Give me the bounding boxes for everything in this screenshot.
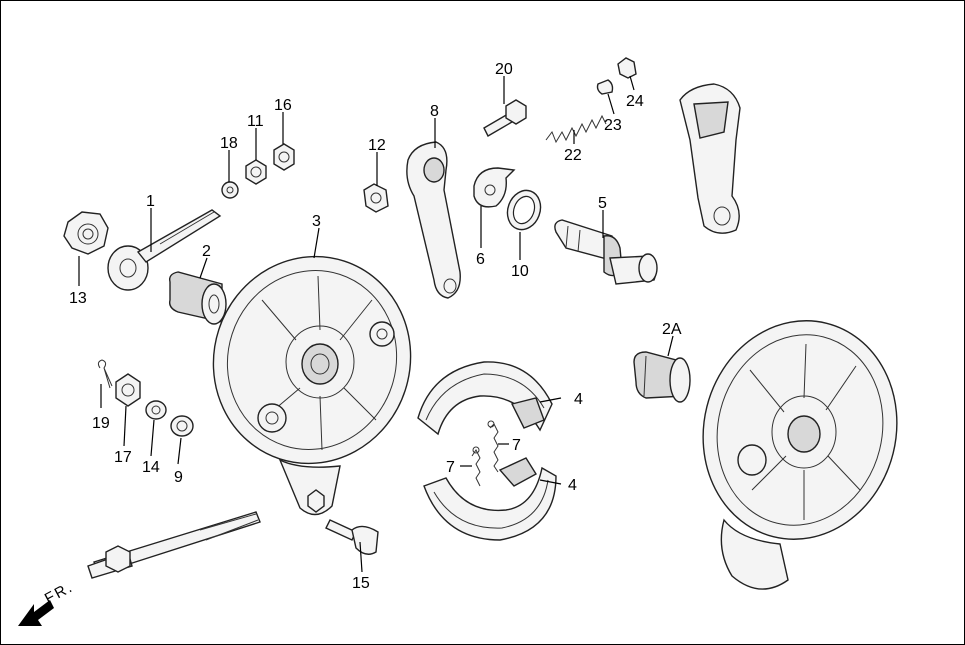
callout-8: 8 [430, 103, 439, 120]
part-collar-spacer-2A [633, 351, 691, 403]
part-rear-axle [87, 511, 261, 579]
part-shoe-spring-7b [471, 446, 481, 487]
part-flange-nut-12 [363, 183, 389, 213]
part-brake-panel-3 [212, 255, 412, 516]
callout-24: 24 [626, 93, 644, 110]
part-spring-22 [545, 114, 607, 144]
callout-15: 15 [352, 575, 370, 592]
callout-12: 12 [368, 137, 386, 154]
callout-5: 5 [598, 195, 607, 212]
callout-2A: 2A [662, 321, 682, 338]
callout-3: 3 [312, 213, 321, 230]
part-brake-shoe-upper-4 [417, 361, 553, 436]
part-shoe-spring-7a [487, 420, 499, 473]
callout-labels: 1 2 2A 3 4 4 5 6 7 7 8 9 10 11 12 13 14 … [69, 61, 682, 592]
front-direction-arrow [18, 600, 54, 626]
callout-7-left: 7 [446, 459, 455, 476]
part-brake-shoe-lower-4 [423, 457, 557, 541]
callout-4-upper: 4 [574, 391, 583, 408]
leader-lines [78, 75, 674, 573]
callout-13: 13 [69, 290, 87, 307]
part-bolt-20 [483, 99, 527, 137]
callout-11: 11 [247, 113, 264, 130]
part-nut-16 [273, 143, 295, 171]
part-collar-spacer-2 [168, 271, 227, 325]
part-o-ring-10 [506, 189, 542, 231]
part-brake-cam-5 [554, 219, 658, 285]
callout-16: 16 [274, 97, 292, 114]
part-brake-arm-alt [679, 83, 741, 234]
callout-7-right: 7 [512, 437, 521, 454]
front-direction-label: FR. [42, 578, 77, 607]
callout-10: 10 [511, 263, 529, 280]
callout-4-lower: 4 [568, 477, 577, 494]
callout-22: 22 [564, 147, 582, 164]
callout-18: 18 [220, 135, 238, 152]
part-cotter-pin-19 [97, 359, 113, 389]
part-brake-panel-alt [702, 320, 898, 590]
callout-20: 20 [495, 61, 513, 78]
callout-14: 14 [142, 459, 160, 476]
part-collar-9 [170, 415, 194, 437]
part-washer-18 [221, 181, 239, 199]
part-wear-indicator-6 [473, 167, 516, 208]
part-brake-arm-8 [406, 141, 461, 299]
part-chain-adjuster-1 [107, 209, 222, 291]
part-nut-17 [115, 373, 141, 407]
part-flange-nut-13 [63, 211, 109, 255]
part-nut-24 [617, 57, 637, 79]
callout-19: 19 [92, 415, 110, 432]
callout-9: 9 [174, 469, 183, 486]
callout-23: 23 [604, 117, 622, 134]
part-bolt-15 [325, 519, 379, 555]
callout-17: 17 [114, 449, 132, 466]
callout-6: 6 [476, 251, 485, 268]
callout-2: 2 [202, 243, 211, 260]
part-pin-23 [596, 79, 614, 95]
part-nut-11 [245, 159, 267, 185]
callout-1: 1 [146, 193, 155, 210]
part-washer-14 [145, 400, 167, 420]
